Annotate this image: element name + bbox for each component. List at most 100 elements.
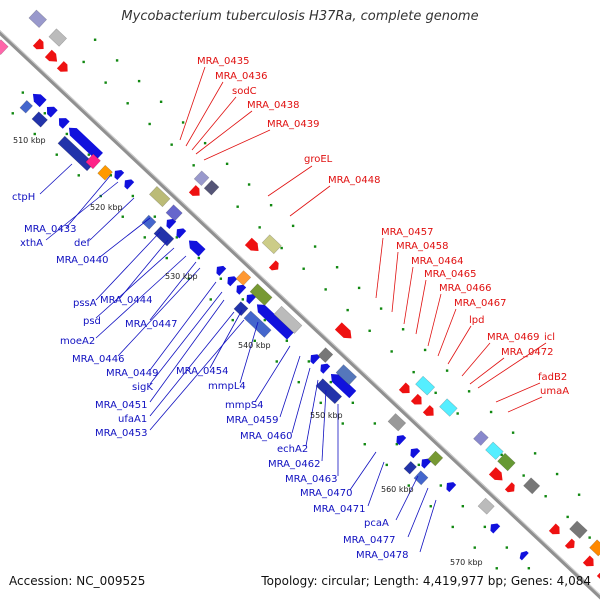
leader-line-1-25 [367, 461, 385, 507]
tick-dot [527, 567, 531, 570]
tick-dot [285, 339, 289, 342]
leader-line-1-4 [99, 217, 151, 258]
gene-label-mra-0469[interactable]: MRA_0469 [487, 332, 539, 343]
gene-label-mmps4[interactable]: mmpS4 [225, 400, 264, 411]
gene-label-mra-0470[interactable]: MRA_0470 [300, 488, 352, 499]
gene-label-mra-0464[interactable]: MRA_0464 [411, 256, 463, 267]
tick-dot [33, 132, 36, 136]
gene-label-def[interactable]: def [74, 238, 91, 249]
gene-label-mra-0447[interactable]: MRA_0447 [125, 319, 177, 330]
reverse-gene-block-0 [19, 100, 33, 114]
tick-dot [588, 536, 591, 539]
gene-label-mra-0458[interactable]: MRA_0458 [396, 241, 448, 252]
leader-line-1-11 [149, 281, 217, 371]
gene-label-mra-0465[interactable]: MRA_0465 [424, 269, 476, 280]
gene-label-mra-0463[interactable]: MRA_0463 [285, 474, 337, 485]
forward-gene-arrow-3 [188, 185, 200, 196]
gene-label-mra-0471[interactable]: MRA_0471 [313, 504, 365, 515]
forward-gene-arrow-2-shape [56, 61, 68, 72]
tick-dot [434, 391, 437, 395]
reverse-gene-block-2 [57, 135, 95, 172]
gene-label-mra-0440[interactable]: MRA_0440 [56, 255, 108, 266]
gene-label-mra-0449[interactable]: MRA_0449 [106, 368, 158, 379]
tick-dot [495, 567, 498, 570]
reverse-gene-arrow-16 [320, 363, 331, 374]
forward-gene-arrow-8-shape [410, 393, 422, 405]
gene-label-mra-0448[interactable]: MRA_0448 [328, 175, 380, 186]
tick-dot [319, 401, 322, 405]
gene-label-mra-0462[interactable]: MRA_0462 [268, 459, 320, 470]
gene-label-umaa[interactable]: umaA [540, 386, 569, 397]
feature-block-1 [48, 28, 67, 47]
gene-label-mra-0457[interactable]: MRA_0457 [381, 227, 433, 238]
gene-label-xtha[interactable]: xthA [20, 238, 43, 249]
reverse-gene-arrow-4-shape [68, 127, 103, 161]
scale-label-510: 510 kbp [13, 136, 46, 145]
gene-label-mra-0451[interactable]: MRA_0451 [95, 400, 147, 411]
scale-label-550: 550 kbp [310, 411, 343, 420]
tick-dot [302, 267, 305, 270]
leader-line-1-28 [419, 499, 437, 553]
forward-gene-arrow-10-shape [488, 467, 503, 481]
reverse-gene-arrow-10-shape [216, 265, 227, 276]
gene-label-pcaa[interactable]: pcaA [364, 518, 389, 529]
gene-label-mra-0478[interactable]: MRA_0478 [356, 550, 408, 561]
tick-dot [203, 141, 207, 145]
gene-label-mra-0454[interactable]: MRA_0454 [176, 366, 228, 377]
gene-label-sodc[interactable]: sodC [232, 86, 257, 97]
gene-label-sigk[interactable]: sigK [132, 382, 153, 393]
gene-label-mra-0453[interactable]: MRA_0453 [95, 428, 147, 439]
tick-dot [439, 484, 443, 487]
feature-block-9 [497, 452, 516, 472]
gene-label-groel[interactable]: groEL [304, 154, 333, 165]
gene-label-ufaa1[interactable]: ufaA1 [118, 414, 147, 425]
tick-dot [225, 162, 229, 166]
gene-label-lpd[interactable]: lpd [469, 315, 484, 326]
forward-gene-arrow-6 [334, 322, 352, 339]
gene-label-mmpl4[interactable]: mmpL4 [208, 381, 246, 392]
tick-dot [247, 183, 251, 186]
gene-label-mra-0444[interactable]: MRA_0444 [100, 295, 152, 306]
forward-gene-arrow-3-shape [188, 185, 200, 196]
gene-label-mra-0435[interactable]: MRA_0435 [197, 56, 249, 67]
tick-dot [473, 546, 476, 549]
reverse-gene-arrow-20-shape [421, 458, 432, 469]
leader-line-1-6 [119, 239, 169, 299]
feature-block-8 [485, 441, 504, 460]
reverse-gene-block-9-body [413, 470, 429, 486]
gene-label-mra-0438[interactable]: MRA_0438 [247, 100, 299, 111]
gene-label-mra-0460[interactable]: MRA_0460 [240, 431, 292, 442]
gene-label-ctph[interactable]: ctpH [12, 192, 35, 203]
gene-label-mra-0477[interactable]: MRA_0477 [343, 535, 395, 546]
feature-block-12 [589, 539, 600, 557]
forward-gene-arrow-14-shape [582, 555, 594, 567]
tick-dot [253, 339, 256, 343]
gene-label-mra-0433[interactable]: MRA_0433 [24, 224, 76, 235]
gene-label-mra-0467[interactable]: MRA_0467 [454, 298, 506, 309]
gene-label-icl[interactable]: icl [544, 332, 555, 343]
feature-block-17 [149, 186, 171, 208]
gene-label-psd[interactable]: psd [83, 316, 101, 327]
gene-label-mra-0459[interactable]: MRA_0459 [226, 415, 278, 426]
leader-line-0-17 [495, 382, 541, 403]
gene-label-fadb2[interactable]: fadB2 [538, 372, 567, 383]
gene-label-mra-0436[interactable]: MRA_0436 [215, 71, 267, 82]
tick-dot [357, 286, 361, 290]
gene-label-mra-0439[interactable]: MRA_0439 [267, 119, 319, 130]
reverse-gene-arrow-21-shape [446, 482, 457, 493]
leader-line-1-12 [149, 291, 223, 385]
gene-label-moea2[interactable]: moeA2 [60, 336, 95, 347]
gene-label-mra-0466[interactable]: MRA_0466 [439, 283, 491, 294]
gene-label-pssa[interactable]: pssA [73, 298, 97, 309]
leader-line-1-0 [39, 163, 73, 195]
gene-label-echa2[interactable]: echA2 [277, 444, 308, 455]
scale-label-520: 520 kbp [90, 203, 123, 212]
gene-label-mra-0446[interactable]: MRA_0446 [72, 354, 124, 365]
gene-label-mra-0472[interactable]: MRA_0472 [501, 347, 553, 358]
reverse-gene-arrow-15 [310, 354, 321, 365]
leader-line-1-2 [45, 181, 119, 241]
leader-line-0-6 [289, 185, 331, 217]
reverse-gene-arrow-6 [124, 179, 135, 190]
tick-dot [87, 153, 91, 156]
tick-dot [148, 122, 151, 126]
